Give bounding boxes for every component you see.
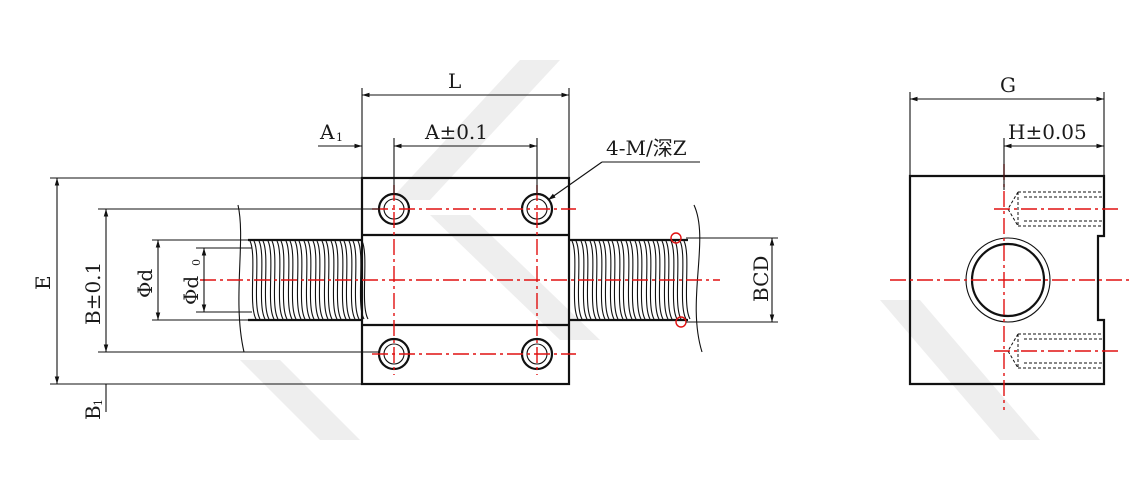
thread-root (620, 240, 628, 320)
thread-crest (267, 240, 275, 320)
label-thread-note: 4-M/深Z (606, 136, 687, 160)
tapped-hole-upper (1007, 191, 1104, 227)
side-centerlines (890, 164, 1130, 410)
dimension-phi-d0: Φd 0 (179, 247, 252, 313)
tapped-hole-lower (1007, 333, 1104, 369)
label-G: G (1000, 73, 1016, 97)
dimension-H: H±0.05 (1003, 120, 1104, 190)
dimension-A: A±0.1 A 1 (318, 120, 538, 195)
thread-crest (330, 240, 338, 320)
thread-crest (321, 240, 329, 320)
label-B1-subscript: 1 (92, 399, 105, 406)
thread-crest (598, 240, 606, 320)
thread-crest (303, 240, 311, 320)
label-H-tolerance: H±0.05 (1008, 120, 1087, 144)
thread-root (674, 240, 682, 320)
label-phi-d0-subscript: 0 (190, 259, 203, 266)
dimension-phi-d: Φd (133, 239, 250, 321)
dimension-G: G (909, 73, 1105, 176)
thread-root (593, 240, 601, 320)
label-A1: A (319, 120, 335, 144)
thread-root (647, 240, 655, 320)
label-B1: B (81, 405, 105, 420)
thread-crest (294, 240, 302, 320)
label-E: E (31, 275, 55, 290)
thread-crest (652, 240, 660, 320)
label-B-tolerance: B±0.1 (81, 262, 105, 325)
screw-shaft-left (237, 204, 369, 353)
label-phi-d0: Φd (179, 276, 203, 305)
thread-crest (249, 240, 257, 320)
label-A-tolerance: A±0.1 (424, 120, 488, 144)
thread-note-leader: 4-M/深Z (547, 136, 700, 201)
dimension-L: L (361, 69, 570, 178)
screw-shaft-right (570, 204, 703, 353)
label-BCD: BCD (749, 256, 773, 302)
front-view: L A±0.1 A 1 4-M/深Z E (31, 69, 778, 420)
dimension-BCD: BCD (686, 237, 778, 323)
label-L: L (448, 69, 461, 93)
side-view: G H±0.05 (890, 73, 1130, 410)
thread-crest (679, 240, 687, 320)
dimension-B1: B 1 (81, 384, 107, 420)
thread-crest (625, 240, 633, 320)
thread-crest (348, 240, 356, 320)
thread-crest (276, 240, 284, 320)
label-phi-d: Φd (133, 269, 157, 298)
front-centerlines (200, 185, 720, 375)
dimension-E: E (31, 177, 362, 385)
label-A1-subscript: 1 (336, 131, 343, 144)
thread-crest (571, 240, 579, 320)
dimension-B: B±0.1 (81, 208, 380, 353)
